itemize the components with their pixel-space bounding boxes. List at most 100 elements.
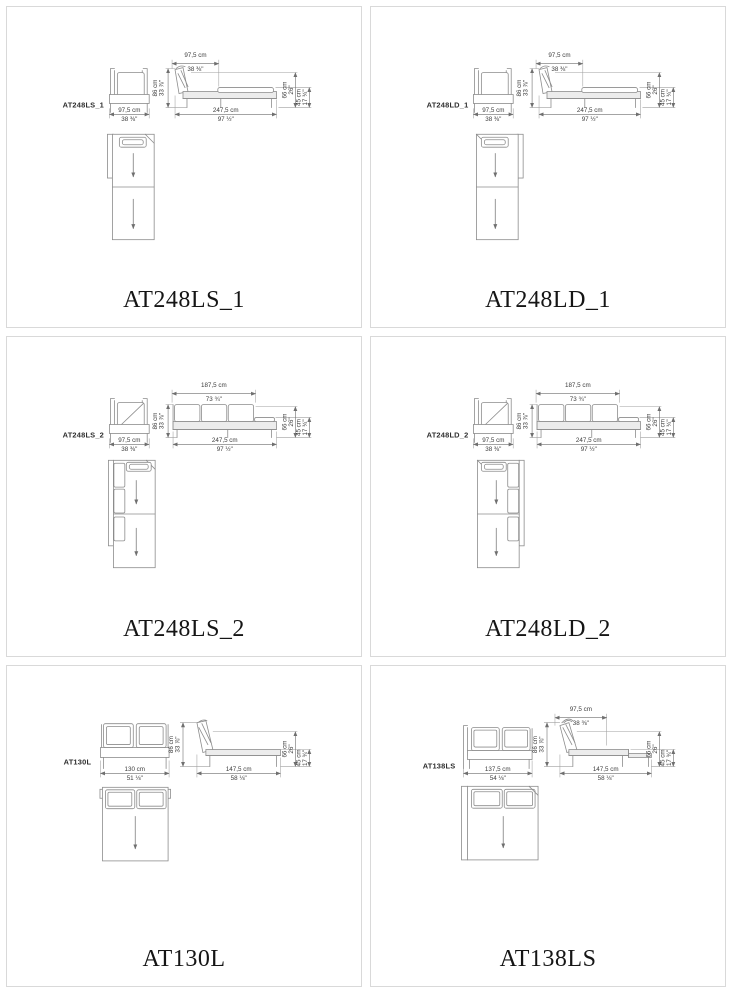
dim-total-length-cm: 247,5 cm: [577, 107, 603, 114]
dimension-total-length: 247,5 cm 97 ½": [174, 95, 277, 123]
catalog-cell-at130l: AT130L 86 cm 33 ⅞" 66 cm 26" 45 cm: [6, 665, 362, 987]
dimension-top-width: 187,5 cm 73 ¾": [535, 382, 620, 403]
dim-back-height-in: 26": [288, 85, 295, 94]
dim-front-width-cm: 97,5 cm: [118, 107, 140, 114]
dim-front-width-in: 51 ⅛": [127, 775, 143, 782]
technical-drawing-at138ls: AT138LS 97,5 cm 38 ⅜" 86 cm 33 ⅞": [423, 707, 676, 861]
dim-seat-height-cm: 45 cm: [659, 89, 666, 106]
dim-front-width-cm: 137,5 cm: [485, 766, 511, 773]
dim-height-cm: 86 cm: [168, 736, 175, 753]
technical-drawing-at130l: AT130L 86 cm 33 ⅞" 66 cm 26" 45 cm: [64, 719, 312, 862]
plan-view: [476, 459, 525, 568]
dim-height-cm: 86 cm: [516, 412, 523, 429]
dimension-top-width: 97,5 cm 38 ⅜": [535, 52, 584, 87]
dim-height-cm: 86 cm: [152, 80, 159, 97]
dimension-height: 86 cm 33 ⅞": [532, 722, 573, 768]
dim-front-width-cm: 97,5 cm: [482, 107, 504, 114]
dim-seat-height-in: 17 ¾": [302, 750, 309, 766]
dim-height-in: 33 ⅞": [159, 80, 166, 96]
dim-back-height-cm: 66 cm: [281, 82, 288, 99]
dim-total-length-cm: 247,5 cm: [212, 437, 238, 444]
dim-front-width-in: 54 ⅛": [490, 775, 506, 782]
dim-height-in: 33 ⅞": [175, 737, 182, 753]
technical-drawing-at248ls-1: AT248LS_1 97,5 cm 38 ⅜" 86 cm 33 ⅞": [63, 52, 312, 241]
dim-back-height-cm: 66 cm: [645, 413, 652, 430]
side-view: [559, 719, 652, 768]
dim-total-length-in: 97 ½": [218, 116, 234, 123]
dim-back-height-in: 26": [288, 745, 295, 754]
dim-front-width-in: 38 ⅜": [121, 116, 137, 123]
dim-top-width-cm: 97,5 cm: [184, 52, 206, 59]
dim-seat-height-cm: 45 cm: [659, 750, 666, 767]
dimension-height: 86 cm 33 ⅞": [516, 68, 551, 108]
drawing-model-label: AT248LS_2: [63, 430, 104, 439]
dimension-height: 86 cm 33 ⅞": [152, 403, 178, 438]
dimension-front-width: 137,5 cm 54 ⅛": [463, 760, 533, 782]
catalog-cell-at248ld-2: AT248LD_2 187,5 cm 73 ¾" 86 cm 33: [370, 335, 726, 658]
side-view: [196, 719, 281, 768]
plan-view: [461, 786, 539, 861]
dim-height-in: 33 ⅞": [523, 413, 530, 429]
dim-seat-height-in: 17 ¾": [666, 750, 673, 766]
dimension-height: 86 cm 33 ⅞": [152, 68, 187, 108]
drawing-model-label: AT248LD_2: [427, 430, 469, 439]
technical-drawing-at248ls-2: AT248LS_2 187,5 cm 73 ¾" 86 cm 33: [63, 382, 312, 568]
drawing-model-label: AT248LD_1: [427, 100, 469, 109]
dim-top-width-in: 73 ¾": [206, 396, 222, 403]
dimension-back-and-seat-height: 66 cm 26" 45 cm 17 ¾": [619, 405, 676, 438]
dim-seat-height-cm: 45 cm: [295, 419, 302, 436]
dimension-back-and-seat-height: 66 cm 26" 45 cm 17 ¾": [554, 72, 676, 108]
dimension-front-width: 97,5 cm 38 ⅜": [109, 437, 150, 453]
dim-total-length-in: 58 ⅛": [231, 775, 247, 782]
model-caption: AT138LS: [499, 945, 597, 972]
dim-top-width-in: 38 ⅜": [187, 66, 203, 73]
side-view: [538, 65, 641, 108]
side-view: [172, 403, 277, 438]
dim-top-width-in: 73 ¾": [570, 396, 586, 403]
dimension-total-length: 247,5 cm 97 ½": [536, 431, 641, 453]
model-caption: AT248LD_2: [485, 616, 611, 643]
dimension-back-and-seat-height: 66 cm 26" 45 cm 17 ¾": [212, 731, 312, 768]
dim-top-width-cm: 187,5 cm: [201, 382, 227, 389]
side-view: [536, 403, 641, 438]
dimension-total-length: 247,5 cm 97 ½": [538, 95, 641, 123]
dim-front-width-in: 38 ⅜": [121, 446, 137, 453]
dim-front-width-cm: 97,5 cm: [118, 437, 140, 444]
model-caption: AT130L: [142, 945, 226, 972]
dim-seat-height-cm: 45 cm: [659, 419, 666, 436]
dim-back-height-in: 26": [652, 85, 659, 94]
dim-top-width-cm: 97,5 cm: [548, 52, 570, 59]
dim-seat-height-in: 17 ¾": [666, 89, 673, 105]
dimension-front-width: 130 cm 51 ⅛": [100, 760, 170, 782]
dim-seat-height-cm: 45 cm: [295, 750, 302, 767]
dimension-top-width: 97,5 cm 38 ⅜": [171, 52, 220, 87]
dim-total-length-cm: 247,5 cm: [213, 107, 239, 114]
plan-view: [108, 459, 156, 568]
dim-total-length-in: 97 ½": [582, 116, 598, 123]
front-view: [463, 725, 533, 770]
dim-front-width-cm: 130 cm: [125, 766, 146, 773]
dim-top-width-in: 38 ⅜": [551, 66, 567, 73]
dim-seat-height-in: 17 ¾": [302, 419, 309, 435]
dim-total-length-cm: 247,5 cm: [576, 437, 602, 444]
technical-drawing-at248ld-1: AT248LD_1 97,5 cm 38 ⅜" 86 cm 33 ⅞": [427, 52, 676, 241]
dim-height-cm: 86 cm: [152, 412, 159, 429]
dim-seat-height-in: 17 ¾": [666, 419, 673, 435]
model-caption: AT248LS_2: [123, 616, 245, 643]
dim-back-height-in: 26": [652, 745, 659, 754]
dimension-height: 86 cm 33 ⅞": [516, 403, 542, 438]
side-view: [174, 65, 277, 108]
dim-height-in: 33 ⅞": [159, 413, 166, 429]
dimension-front-width: 97,5 cm 38 ⅜": [109, 107, 150, 123]
dimension-back-and-seat-height: 66 cm 26" 45 cm 17 ¾": [190, 72, 312, 108]
drawing-model-label: AT248LS_1: [63, 100, 104, 109]
dim-top-width-cm: 97,5 cm: [570, 707, 592, 714]
model-caption: AT248LS_1: [123, 286, 245, 313]
dim-height-in: 33 ⅞": [539, 737, 546, 753]
dimension-total-length: 247,5 cm 97 ½": [172, 431, 277, 453]
catalog-cell-at138ls: AT138LS 97,5 cm 38 ⅜" 86 cm 33 ⅞": [370, 665, 726, 987]
dim-total-length-in: 97 ½": [581, 446, 597, 453]
catalog-cell-at248ls-2: AT248LS_2 187,5 cm 73 ¾" 86 cm 33: [6, 335, 362, 658]
dimension-back-and-seat-height: 66 cm 26" 45 cm 17 ¾": [255, 405, 312, 438]
plan-view: [99, 787, 171, 862]
